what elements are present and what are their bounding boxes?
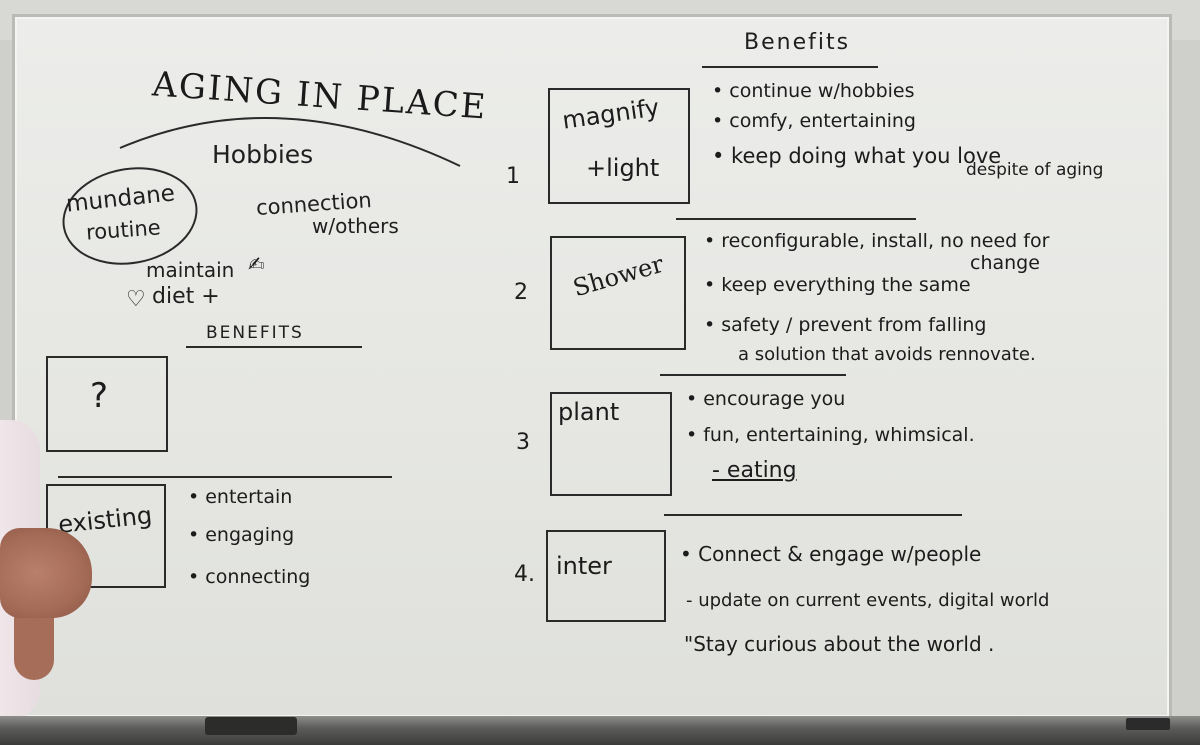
- question-mark: ?: [90, 376, 109, 416]
- row-4-bullet-1: • Connect & engage w/people: [680, 542, 982, 566]
- person-hand: [0, 528, 92, 618]
- row-4-box: [546, 530, 666, 622]
- row-1-divider: [676, 218, 916, 220]
- benefits-label: BENEFITS: [206, 323, 304, 343]
- question-box: [46, 356, 168, 452]
- title-arc: [119, 116, 461, 167]
- benefits-header: Benefits: [744, 30, 851, 55]
- whiteboard: [12, 14, 1172, 720]
- row-3-number: 3: [516, 430, 530, 455]
- row-4-number: 4.: [514, 562, 535, 587]
- row-1-box: [548, 88, 690, 204]
- row-1-box-line2: +light: [586, 154, 660, 182]
- existing-bullet-3: • connecting: [188, 566, 311, 588]
- row-3-divider: [664, 514, 962, 516]
- heart-icon: ♡: [126, 287, 146, 312]
- row-2-bullet-4: a solution that avoids rennovate.: [738, 344, 1036, 365]
- existing-bullet-1: • entertain: [188, 486, 293, 508]
- row-2-number: 2: [514, 280, 528, 305]
- row-2-bullet-2: • keep everything the same: [704, 274, 971, 296]
- left-divider: [58, 476, 392, 478]
- hobbies-label: Hobbies: [212, 140, 314, 169]
- row-3-box: [550, 392, 672, 496]
- row-2-note: change: [970, 252, 1040, 274]
- w-others-label: w/others: [312, 214, 399, 238]
- row-1-number: 1: [506, 164, 520, 189]
- board-brand-plate: [1126, 718, 1170, 730]
- row-2-bullet-3: • safety / prevent from falling: [704, 314, 987, 336]
- row-2-box: [550, 236, 686, 350]
- marker-tray: [0, 716, 1200, 745]
- eraser: [205, 717, 297, 735]
- row-2-bullet-1: • reconfigurable, install, no need for: [704, 230, 1050, 252]
- diet-label: diet +: [152, 284, 220, 309]
- row-1-note: despite of aging: [966, 160, 1104, 180]
- row-4-bullet-3: "Stay curious about the world .: [684, 632, 995, 656]
- row-2-divider: [660, 374, 846, 376]
- existing-bullet-2: • engaging: [188, 524, 295, 546]
- row-4-box-line1: inter: [556, 552, 612, 580]
- row-3-bullet-1: • encourage you: [686, 388, 846, 410]
- row-1-bullet-2: • comfy, entertaining: [712, 110, 916, 132]
- row-4-bullet-2: - update on current events, digital worl…: [686, 590, 1050, 611]
- sketch-icon: ✍: [248, 252, 265, 276]
- row-3-box-line1: plant: [558, 398, 620, 426]
- row-3-bullet-3: - eating: [712, 458, 797, 483]
- row-3-bullet-2: • fun, entertaining, whimsical.: [686, 424, 975, 446]
- row-1-bullet-3: • keep doing what you love: [712, 144, 1002, 168]
- benefits-header-underline: [702, 66, 878, 68]
- row-1-bullet-1: • continue w/hobbies: [712, 80, 915, 102]
- benefits-underline: [186, 346, 362, 348]
- maintain-label: maintain: [146, 258, 235, 282]
